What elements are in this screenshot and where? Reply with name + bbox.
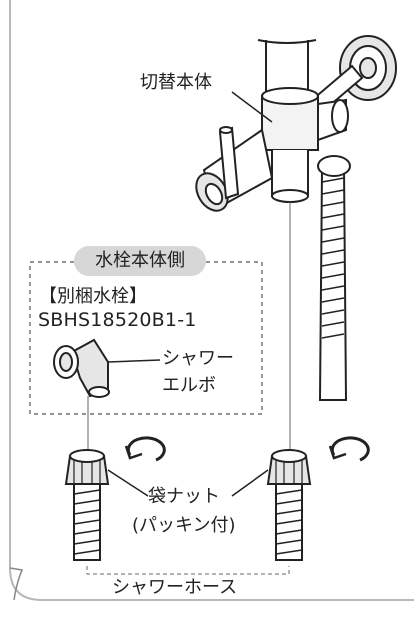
bag-nut-label-line1: 袋ナット xyxy=(148,486,220,507)
bag-nut-label-line2: (パッキン付) xyxy=(132,515,236,536)
right-bag-nut xyxy=(266,449,312,485)
model-number-label: SBHS18520B1-1 xyxy=(38,309,197,331)
faucet-side-label: 水栓本体側 xyxy=(74,246,206,276)
switch-body xyxy=(195,87,349,212)
shower-hose-label: シャワーホース xyxy=(112,577,238,598)
elbow-leader xyxy=(107,359,161,363)
rotate-arrow-icon xyxy=(124,436,166,462)
separate-pack-label: 【別梱水栓】 xyxy=(39,286,147,307)
switch-body-leader xyxy=(231,91,273,123)
shower-elbow-label-line2: エルボ xyxy=(162,375,216,396)
hose-bracket xyxy=(86,566,290,575)
bag-nut-leader-right xyxy=(231,469,269,497)
right-hose xyxy=(275,483,303,561)
faucet-side-box xyxy=(29,261,263,415)
right-hose-upper xyxy=(317,155,351,401)
wall-disc xyxy=(310,35,397,114)
frame-corner xyxy=(9,567,24,601)
left-bag-nut xyxy=(64,449,110,485)
bag-nut-leader-left xyxy=(107,469,149,497)
switch-body-label: 切替本体 xyxy=(140,72,212,93)
shower-elbow-label-line1: シャワー xyxy=(162,348,234,369)
left-hose xyxy=(73,483,101,561)
shower-elbow xyxy=(53,338,110,398)
rotate-arrow-icon xyxy=(328,436,370,462)
